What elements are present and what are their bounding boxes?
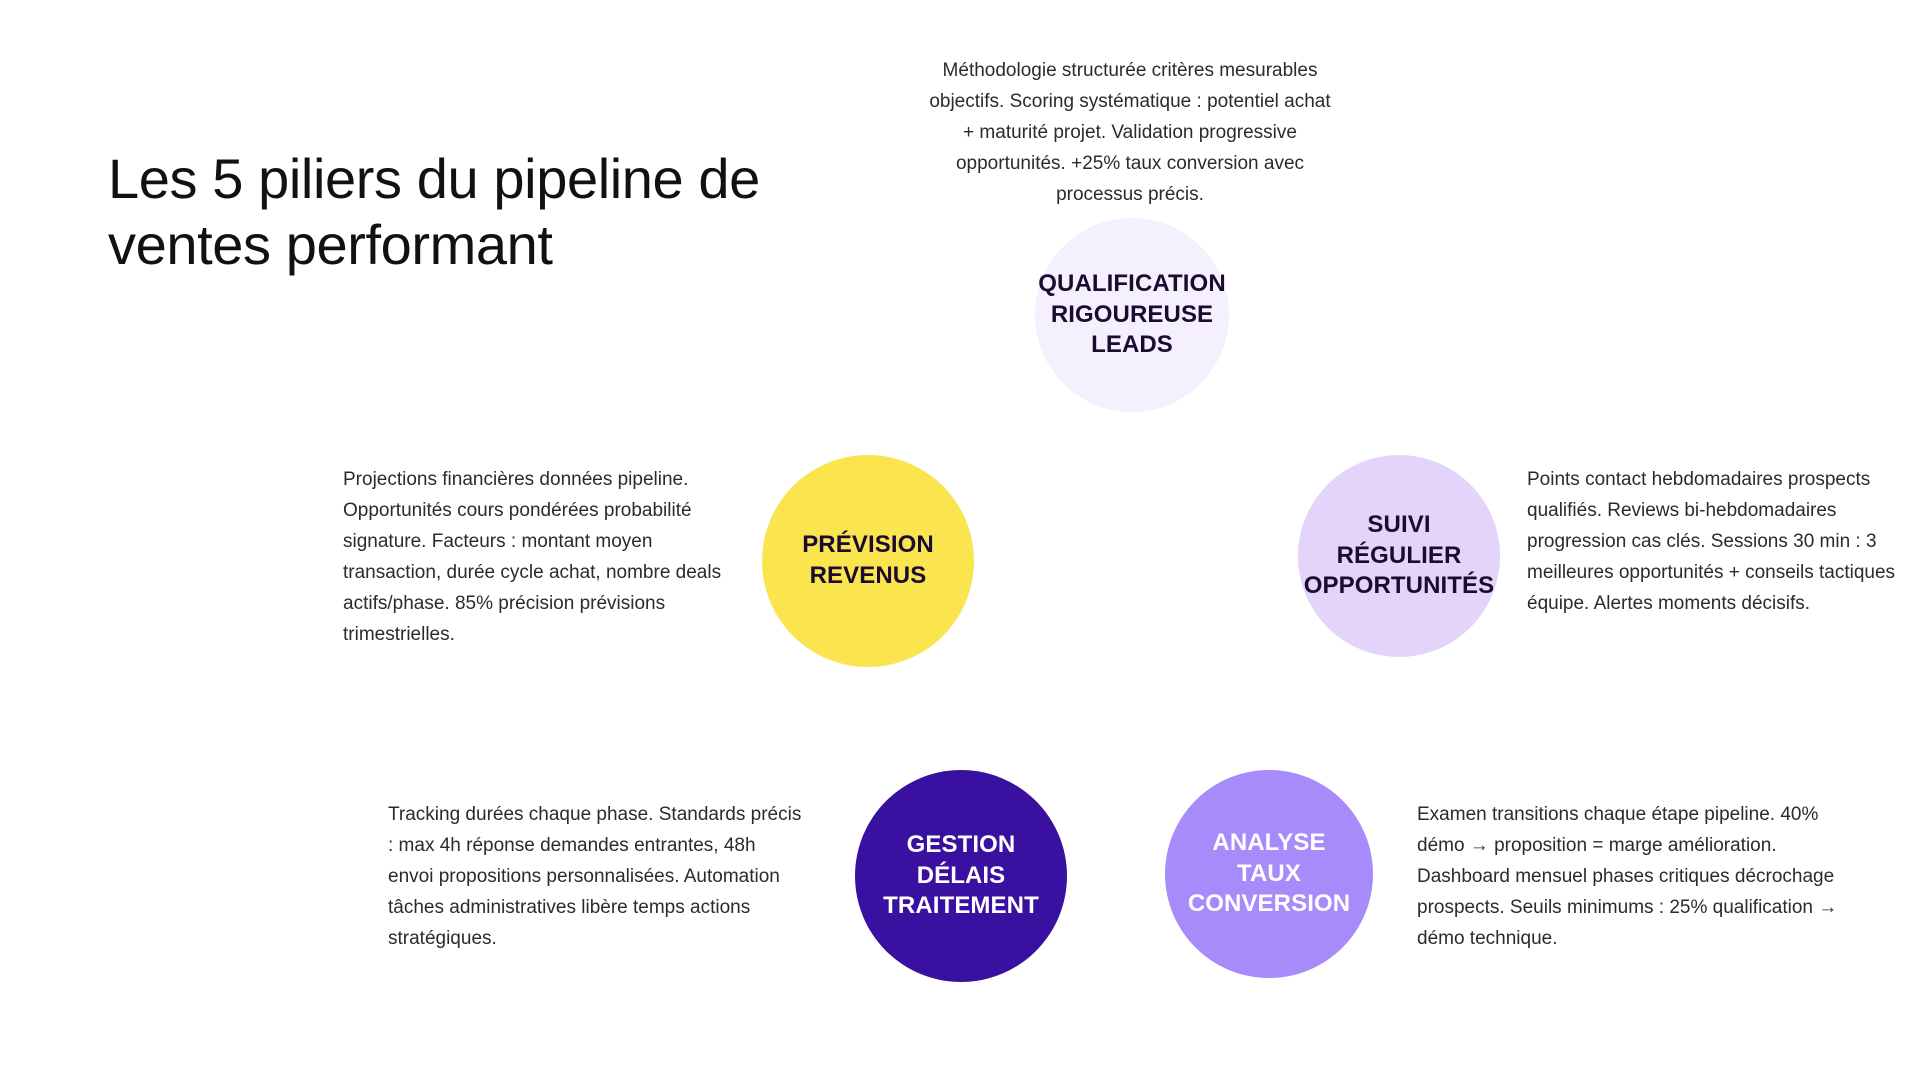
page-title: Les 5 piliers du pipeline de ventes perf… <box>108 146 760 276</box>
description-analyse-taux-conversion: Examen transitions chaque étape pipeline… <box>1417 804 1838 949</box>
pillar-circle-analyse-taux-conversion[interactable]: ANALYSE TAUX CONVERSION <box>1165 770 1373 978</box>
pillar-label-suivi-regulier-opportunites: SUIVI RÉGULIER OPPORTUNITÉS <box>1303 510 1495 600</box>
pillar-label-analyse-taux-conversion: ANALYSE TAUX CONVERSION <box>1187 828 1351 918</box>
description-suivi-regulier-opportunites: Points contact hebdomadaires prospects q… <box>1527 469 1896 614</box>
pillar-label-prevision-revenus: PRÉVISION REVENUS <box>802 531 934 589</box>
description-gestion-delais-traitement: Tracking durées chaque phase. Standards … <box>388 804 802 949</box>
pillar-circle-suivi-regulier-opportunites[interactable]: SUIVI RÉGULIER OPPORTUNITÉS <box>1298 455 1500 657</box>
pillar-label-gestion-delais-traitement: GESTION DÉLAIS TRAITEMENT <box>883 830 1039 920</box>
description-qualification-rigoureuse-leads: Méthodologie structurée critères mesurab… <box>929 60 1331 205</box>
pillar-circle-gestion-delais-traitement[interactable]: GESTION DÉLAIS TRAITEMENT <box>855 770 1067 982</box>
pillar-circle-qualification-rigoureuse-leads[interactable]: QUALIFICATION RIGOUREUSE LEADS <box>1035 218 1229 412</box>
pillar-label-qualification-rigoureuse-leads: QUALIFICATION RIGOUREUSE LEADS <box>1038 269 1226 359</box>
description-prevision-revenus: Projections financières données pipeline… <box>343 469 722 645</box>
pillar-circle-prevision-revenus[interactable]: PRÉVISION REVENUS <box>762 455 974 667</box>
